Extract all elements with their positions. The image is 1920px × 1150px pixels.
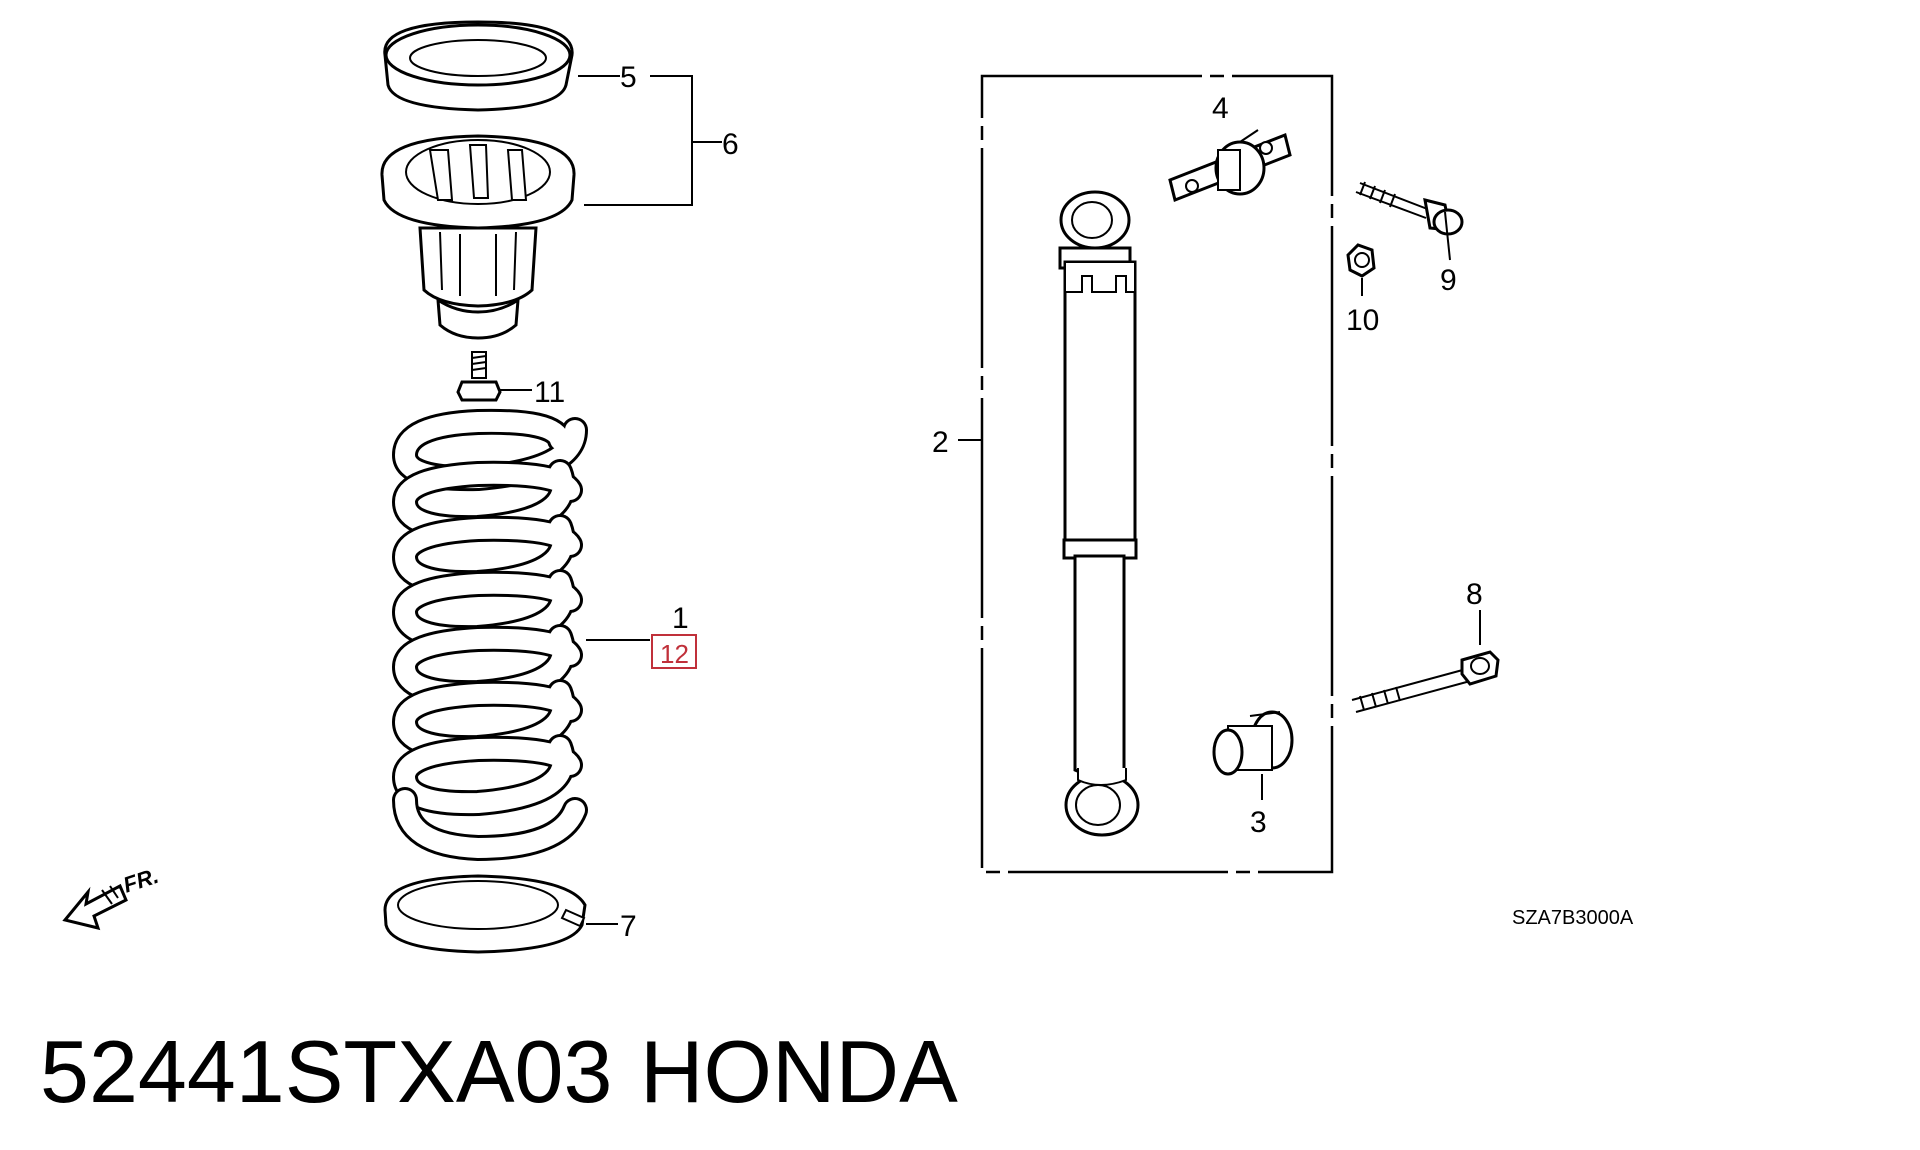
callout-7: 7 [620, 910, 637, 943]
part-number: 52441STXA03 [40, 1022, 612, 1121]
callout-6: 6 [722, 128, 739, 161]
callout-10: 10 [1346, 304, 1379, 337]
callout-2: 2 [932, 426, 949, 459]
rear-shock-absorber [1058, 190, 1140, 837]
spring-coil-turn-fill [394, 682, 580, 759]
callout-12-highlight-box[interactable] [651, 634, 697, 669]
small-flange-bolt [456, 351, 502, 402]
upper-mount-bushing [1168, 132, 1292, 203]
shock-absorber-group-box [980, 74, 1334, 874]
spring-coil-turn-fill [394, 462, 580, 539]
rear-coil-spring [391, 408, 588, 862]
callout-11: 11 [534, 376, 565, 409]
brand-name: HONDA [640, 1022, 958, 1121]
upper-spring-seat-ring [383, 20, 574, 112]
callout-12[interactable]: 12 [660, 639, 689, 669]
lower-spring-seat [383, 874, 587, 954]
leader-lines [500, 75, 1481, 925]
front-direction-marker: FR. [62, 863, 162, 931]
lower-mount-bushing [1212, 710, 1294, 776]
flange-nut [1346, 243, 1376, 278]
callout-4: 4 [1212, 92, 1229, 125]
spring-coil-turn-fill [394, 572, 580, 649]
callout-3: 3 [1250, 806, 1267, 839]
callout-8: 8 [1466, 578, 1483, 611]
spring-coil-turn-fill [394, 627, 580, 704]
diagram-code: SZA7B3000A [1512, 907, 1634, 929]
front-marker-label: FR. [120, 863, 161, 898]
lower-mount-bolt [1351, 650, 1500, 713]
spring-coil-turn-fill [394, 517, 580, 594]
upper-spring-mount [380, 134, 576, 340]
spring-coil-turn-fill [394, 737, 580, 814]
callout-1: 1 [672, 602, 689, 635]
callout-5: 5 [620, 61, 637, 94]
callout-9: 9 [1440, 264, 1457, 297]
